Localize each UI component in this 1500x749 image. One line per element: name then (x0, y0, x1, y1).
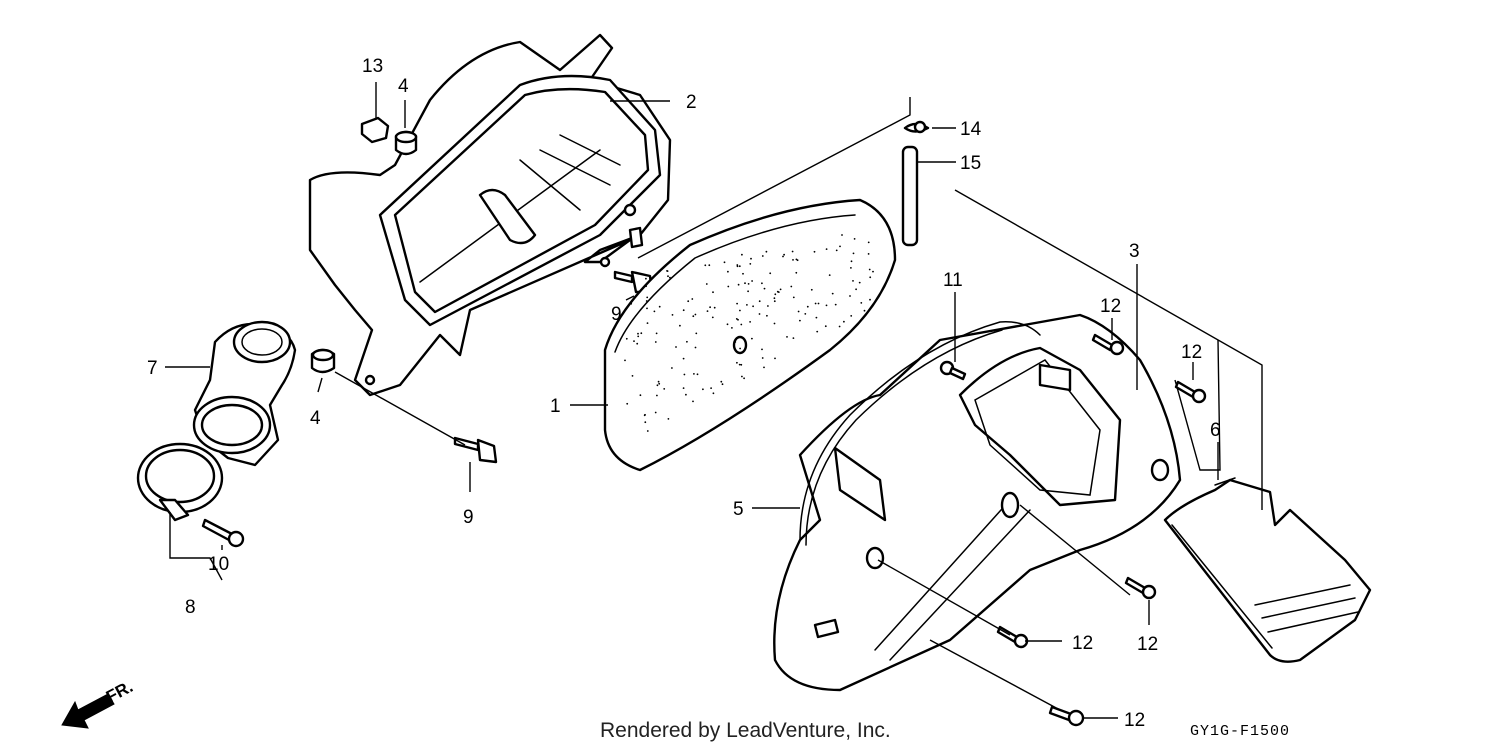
callout-7: 7 (147, 358, 158, 379)
callout-2: 2 (686, 92, 697, 113)
clip-14[interactable] (903, 120, 930, 134)
callout-12-e: 12 (1124, 710, 1145, 731)
callout-12-b: 12 (1181, 342, 1202, 363)
connecting-tube-7[interactable] (192, 320, 297, 467)
front-direction-arrow: FR. (61, 677, 136, 729)
arrow-icon (61, 693, 115, 729)
air-cleaner-cover[interactable] (773, 313, 1182, 692)
callout-12-d: 12 (1072, 633, 1093, 654)
callout-3: 3 (1129, 241, 1140, 262)
callout-8: 8 (185, 597, 196, 618)
screw-10[interactable] (201, 518, 245, 548)
drain-tube-15[interactable] (901, 145, 919, 247)
callout-15: 15 (960, 153, 981, 174)
callout-labels: 13 4 2 14 15 3 11 9 12 12 7 1 4 6 5 9 10… (147, 56, 1221, 731)
callout-12-c: 12 (1137, 634, 1158, 655)
seal-5[interactable] (799, 321, 1041, 546)
callout-9-upper: 9 (611, 304, 622, 325)
callout-4-lower: 4 (310, 408, 321, 429)
diagram-code: GY1G-F1500 (1190, 723, 1290, 740)
air-cleaner-case[interactable] (308, 33, 672, 397)
callout-5: 5 (733, 499, 744, 520)
air-filter-element[interactable] (603, 198, 897, 472)
credit-text: Rendered by LeadVenture, Inc. (600, 719, 891, 742)
callout-4-upper: 4 (398, 76, 409, 97)
grommet-4-lower[interactable] (310, 348, 336, 374)
leader-lines (165, 82, 1263, 719)
callout-6: 6 (1210, 420, 1221, 441)
screw-12-b[interactable] (1174, 380, 1207, 404)
screw-12-e[interactable] (1048, 705, 1085, 727)
screw-12-c[interactable] (1124, 576, 1157, 600)
callout-1: 1 (550, 396, 561, 417)
bolt-9-lower[interactable] (453, 436, 498, 464)
callout-9-lower: 9 (463, 507, 474, 528)
grommet-4-upper[interactable] (394, 130, 418, 156)
cover-lid-6[interactable] (1163, 477, 1372, 663)
screw-11[interactable] (939, 360, 967, 381)
callout-13: 13 (362, 56, 383, 77)
callout-10: 10 (208, 554, 229, 575)
nut-13[interactable] (360, 116, 390, 144)
band-8[interactable] (136, 442, 224, 522)
callout-14: 14 (960, 119, 982, 140)
screw-12-a[interactable] (1091, 333, 1125, 356)
callout-11: 11 (943, 270, 963, 291)
callout-12-a: 12 (1100, 296, 1121, 317)
